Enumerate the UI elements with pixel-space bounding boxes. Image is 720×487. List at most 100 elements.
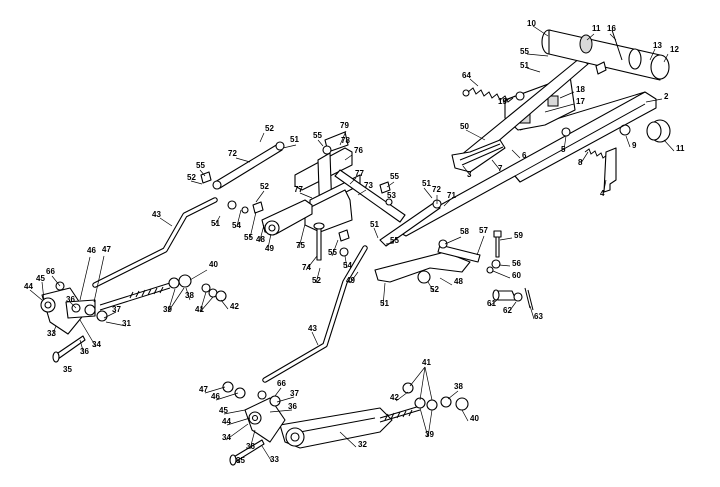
- part-label-39: 39: [163, 305, 172, 314]
- pedal-arm: [451, 57, 589, 173]
- part-label-52: 52: [187, 173, 196, 182]
- part-label-45: 45: [36, 274, 45, 283]
- part-label-66: 66: [46, 267, 55, 276]
- part-label-36: 36: [80, 347, 89, 356]
- pin-61-62: [492, 287, 534, 311]
- nuts-centre: [200, 171, 393, 257]
- shaft-bar: [541, 29, 670, 81]
- cross-frame: [294, 131, 406, 233]
- part-label-51: 51: [422, 179, 431, 188]
- part-label-77: 77: [355, 169, 364, 178]
- bolt-59: [493, 230, 502, 258]
- bolt-74: [313, 222, 325, 261]
- part-label-33: 33: [47, 329, 56, 338]
- part-label-17: 17: [576, 97, 585, 106]
- part-label-31: 31: [122, 319, 131, 328]
- part-label-55: 55: [244, 233, 253, 242]
- part-label-43: 43: [308, 324, 317, 333]
- part-label-16: 16: [607, 24, 616, 33]
- part-label-55: 55: [196, 161, 205, 170]
- part-label-35: 35: [236, 456, 245, 465]
- part-label-7: 7: [498, 164, 503, 173]
- part-label-75: 75: [296, 241, 305, 250]
- part-label-51: 51: [290, 135, 299, 144]
- support-bracket: [603, 147, 617, 193]
- part-label-37: 37: [290, 389, 299, 398]
- part-label-11: 11: [676, 144, 685, 153]
- part-label-36: 36: [246, 442, 255, 451]
- part-label-52: 52: [312, 276, 321, 285]
- part-label-52: 52: [265, 124, 274, 133]
- part-label-52: 52: [430, 285, 439, 294]
- part-label-44: 44: [24, 282, 33, 291]
- threaded-rod-left: [99, 282, 171, 311]
- part-label-40: 40: [470, 414, 479, 423]
- part-label-3: 3: [467, 170, 472, 179]
- part-label-2: 2: [664, 92, 669, 101]
- small-bolts-top: [515, 61, 607, 137]
- part-label-32: 32: [358, 440, 367, 449]
- part-label-6: 6: [522, 151, 527, 160]
- part-label-11: 11: [592, 24, 601, 33]
- part-label-8: 8: [578, 158, 583, 167]
- part-label-50: 50: [460, 122, 469, 131]
- part-label-51: 51: [520, 61, 529, 70]
- part-label-39: 39: [425, 430, 434, 439]
- part-label-62: 62: [503, 306, 512, 315]
- part-label-53: 53: [387, 191, 396, 200]
- part-label-45: 45: [219, 406, 228, 415]
- part-label-63: 63: [534, 312, 543, 321]
- part-label-36: 36: [66, 295, 75, 304]
- lever-48-left: [261, 199, 313, 236]
- part-label-38: 38: [185, 291, 194, 300]
- part-label-72: 72: [432, 185, 441, 194]
- yoke-left: [40, 287, 96, 335]
- part-label-18: 18: [576, 85, 585, 94]
- small-link-58: [437, 239, 481, 263]
- part-label-72: 72: [228, 149, 237, 158]
- part-label-42: 42: [390, 393, 399, 402]
- part-label-41: 41: [422, 358, 431, 367]
- part-label-40: 40: [209, 260, 218, 269]
- upper-spring: [462, 87, 514, 103]
- part-label-33: 33: [270, 455, 279, 464]
- part-label-36: 36: [288, 402, 297, 411]
- part-label-47: 47: [199, 385, 208, 394]
- part-label-13: 13: [653, 41, 662, 50]
- nuts-bottom: [222, 381, 469, 411]
- leader-lines: [29, 25, 675, 464]
- part-label-12: 12: [670, 45, 679, 54]
- part-label-9: 9: [632, 141, 637, 150]
- part-label-74: 74: [302, 263, 311, 272]
- part-label-55: 55: [313, 131, 322, 140]
- part-label-59: 59: [514, 231, 523, 240]
- part-label-79: 79: [340, 121, 349, 130]
- part-label-47: 47: [102, 245, 111, 254]
- rod-43-upper: [92, 197, 218, 288]
- arm-32: [279, 407, 393, 449]
- bolt-35-left: [52, 335, 86, 363]
- rod-43-lower: [262, 245, 368, 383]
- threaded-rod-bottom: [379, 405, 421, 423]
- part-label-46: 46: [211, 392, 220, 401]
- part-label-55: 55: [328, 248, 337, 257]
- part-label-54: 54: [343, 261, 352, 270]
- part-label-49: 49: [346, 276, 355, 285]
- part-label-61: 61: [487, 299, 496, 308]
- part-label-42: 42: [230, 302, 239, 311]
- part-label-48: 48: [454, 277, 463, 286]
- part-label-44: 44: [222, 417, 231, 426]
- part-label-55: 55: [390, 236, 399, 245]
- part-label-58: 58: [460, 227, 469, 236]
- part-label-78: 78: [341, 136, 350, 145]
- end-bushing: [619, 119, 671, 143]
- part-label-51: 51: [370, 220, 379, 229]
- part-label-71: 71: [447, 191, 456, 200]
- part-label-49: 49: [265, 244, 274, 253]
- part-label-52: 52: [260, 182, 269, 191]
- part-label-76: 76: [354, 146, 363, 155]
- part-label-38: 38: [454, 382, 463, 391]
- part-label-43: 43: [152, 210, 161, 219]
- part-label-34: 34: [92, 340, 101, 349]
